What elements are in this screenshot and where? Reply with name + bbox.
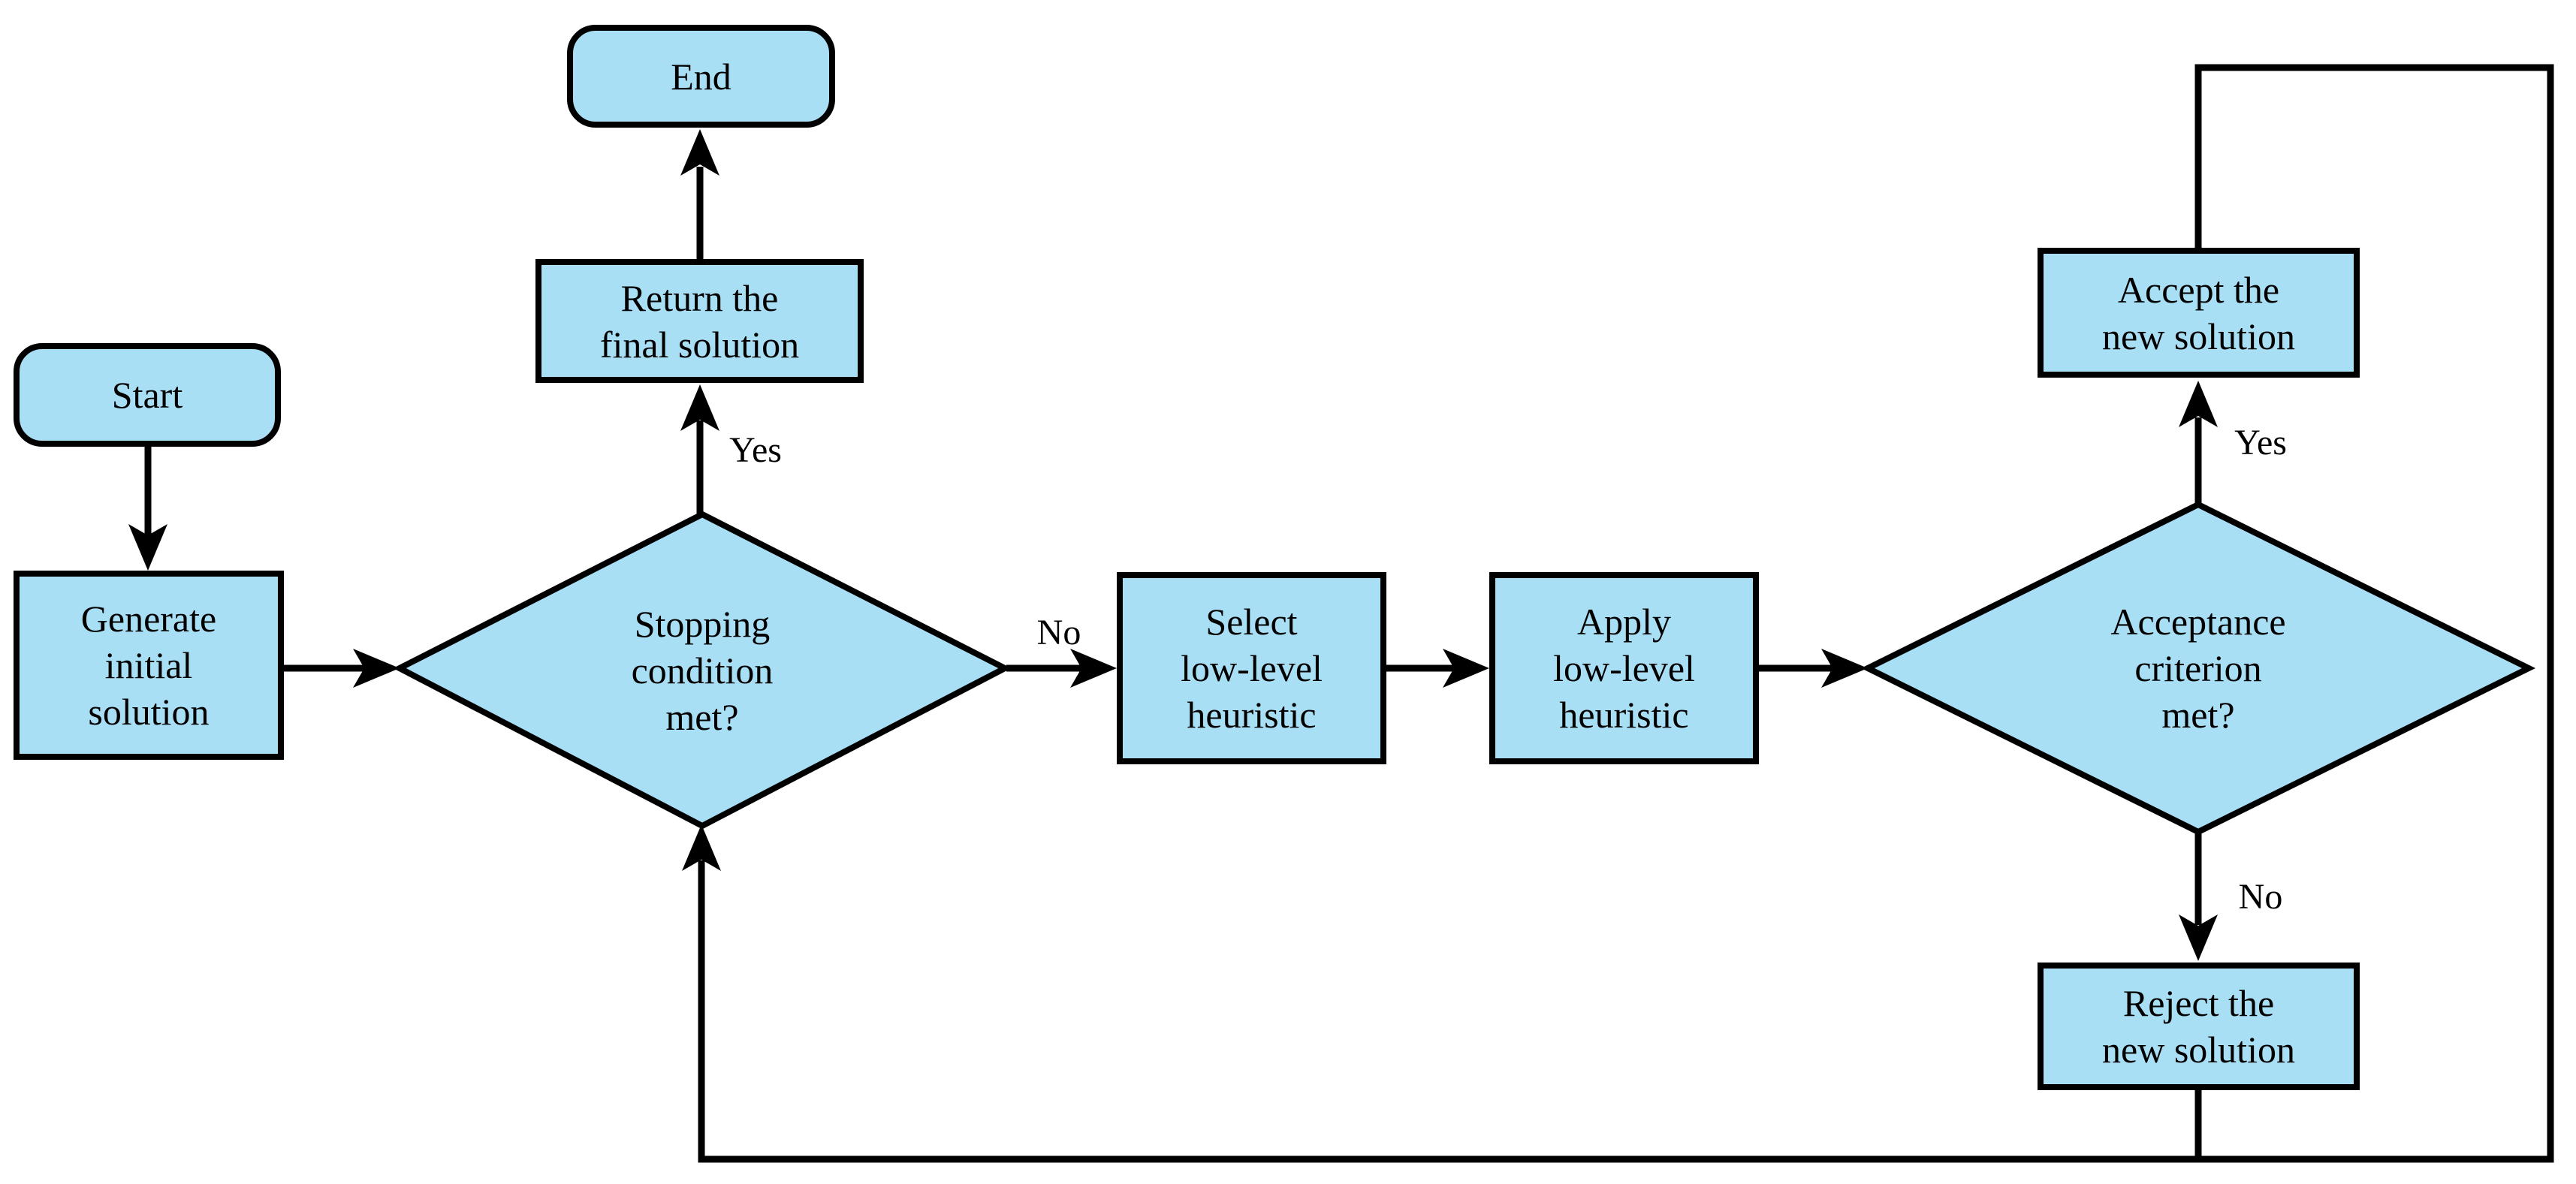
node-apply-line2: low-level <box>1553 647 1695 689</box>
edge-label-stopping-yes: Yes <box>729 430 782 470</box>
decision-stopping-condition-shape <box>393 511 1012 830</box>
arrow-acceptance-no-to-reject <box>2179 830 2218 961</box>
arrowhead-up-icon <box>680 384 719 431</box>
arrowhead-up-icon <box>680 129 719 176</box>
acceptance-line3: met? <box>2161 694 2235 736</box>
node-select-line3: heuristic <box>1187 694 1317 736</box>
node-accept-line2: new solution <box>2102 315 2295 357</box>
arrow-return-to-end <box>680 129 719 261</box>
arrowhead-down-icon <box>128 524 167 571</box>
arrow-stopping-no-to-select <box>1006 649 1117 688</box>
arrowhead-right-icon <box>1070 649 1117 688</box>
node-apply-line3: heuristic <box>1559 694 1689 736</box>
arrowhead-right-icon <box>1821 649 1868 688</box>
loop-accept-back-to-stopping <box>682 64 2554 1163</box>
node-select-line1: Select <box>1205 601 1298 643</box>
node-select-line2: low-level <box>1181 647 1323 689</box>
node-accept-line1: Accept the <box>2117 268 2280 311</box>
node-generate-initial-solution: Generate initial solution <box>14 571 284 760</box>
arrow-apply-to-acceptance <box>1759 649 1868 688</box>
node-return-line2: final solution <box>599 323 800 366</box>
arrowhead-right-icon <box>1443 649 1489 688</box>
arrow-stopping-yes-to-return <box>680 384 719 516</box>
node-apply-low-level-heuristic: Apply low-level heuristic <box>1489 572 1759 764</box>
arrow-generate-to-stopping <box>281 649 400 688</box>
node-accept-new-solution: Accept the new solution <box>2038 248 2360 378</box>
node-generate-line1: Generate <box>80 598 217 640</box>
stopping-line3: met? <box>665 696 739 738</box>
acceptance-line2: criterion <box>2134 647 2262 689</box>
arrowhead-right-icon <box>353 649 400 688</box>
arrowhead-up-icon <box>682 824 721 871</box>
node-return-final-solution: Return the final solution <box>535 259 864 383</box>
node-return-line1: Return the <box>620 276 779 319</box>
decision-acceptance-criterion-label: Acceptance criterion met? <box>2010 598 2386 738</box>
node-end: End <box>567 25 835 128</box>
node-generate-line3: solution <box>88 691 210 733</box>
arrow-start-to-generate <box>128 444 167 571</box>
decision-stopping-condition-label: Stopping condition met? <box>514 601 890 740</box>
node-generate-line2: initial <box>104 644 193 686</box>
node-start-label: Start <box>111 374 183 416</box>
acceptance-line1: Acceptance <box>2110 601 2286 643</box>
node-reject-line2: new solution <box>2102 1029 2295 1071</box>
node-start: Start <box>14 343 281 447</box>
arrowhead-up-icon <box>2179 381 2218 427</box>
arrowhead-down-icon <box>2179 914 2218 961</box>
node-end-label: End <box>671 55 731 98</box>
node-reject-line1: Reject the <box>2122 982 2275 1024</box>
arrow-select-to-apply <box>1386 649 1489 688</box>
node-select-low-level-heuristic: Select low-level heuristic <box>1117 572 1386 764</box>
edge-label-acceptance-yes: Yes <box>2234 423 2287 462</box>
arrow-acceptance-yes-to-accept <box>2179 381 2218 506</box>
stopping-line1: Stopping <box>634 603 771 645</box>
node-apply-line1: Apply <box>1577 601 1671 643</box>
edge-label-acceptance-no: No <box>2238 877 2283 917</box>
node-reject-new-solution: Reject the new solution <box>2038 963 2360 1090</box>
stopping-line2: condition <box>631 649 774 691</box>
edge-label-stopping-no: No <box>1036 613 1081 652</box>
